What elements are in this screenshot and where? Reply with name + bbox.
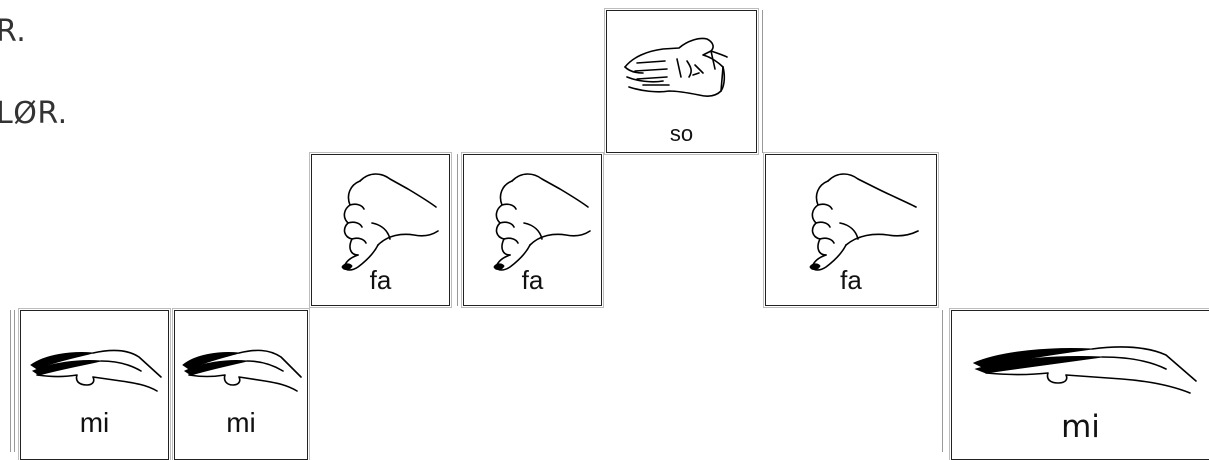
card-label: mi	[79, 407, 110, 438]
divider-line	[762, 10, 763, 153]
hand-thumb-down-icon	[809, 173, 919, 271]
hand-thumb-down-icon	[341, 173, 439, 271]
solfege-card-mi: mi	[172, 308, 310, 460]
card-label: mi	[1061, 409, 1100, 445]
text-line-2: LØR.	[0, 96, 68, 131]
solfege-card-mi: mi	[949, 308, 1209, 460]
card-label: mi	[226, 407, 256, 438]
divider-line	[942, 310, 943, 452]
hand-flat-horizontal-icon	[182, 349, 302, 392]
card-label: fa	[521, 265, 544, 295]
solfege-card-so: so	[604, 8, 759, 155]
card-label: fa	[840, 265, 862, 295]
hand-flat-horizontal-icon	[30, 349, 162, 392]
hand-flat-horizontal-icon	[972, 346, 1197, 394]
divider-line	[457, 154, 458, 306]
solfege-card-fa: fa	[309, 152, 452, 308]
solfege-card-mi: mi	[18, 308, 171, 460]
hand-thumb-down-icon	[493, 173, 591, 271]
card-label: so	[669, 121, 694, 146]
solfege-card-fa: fa	[763, 152, 939, 308]
divider-line	[10, 310, 11, 452]
hand-flat-palm-icon	[624, 37, 728, 97]
card-label: fa	[369, 265, 392, 295]
solfege-card-fa: fa	[461, 152, 604, 308]
divider-line	[14, 310, 15, 452]
text-line-1: R.	[0, 14, 27, 49]
